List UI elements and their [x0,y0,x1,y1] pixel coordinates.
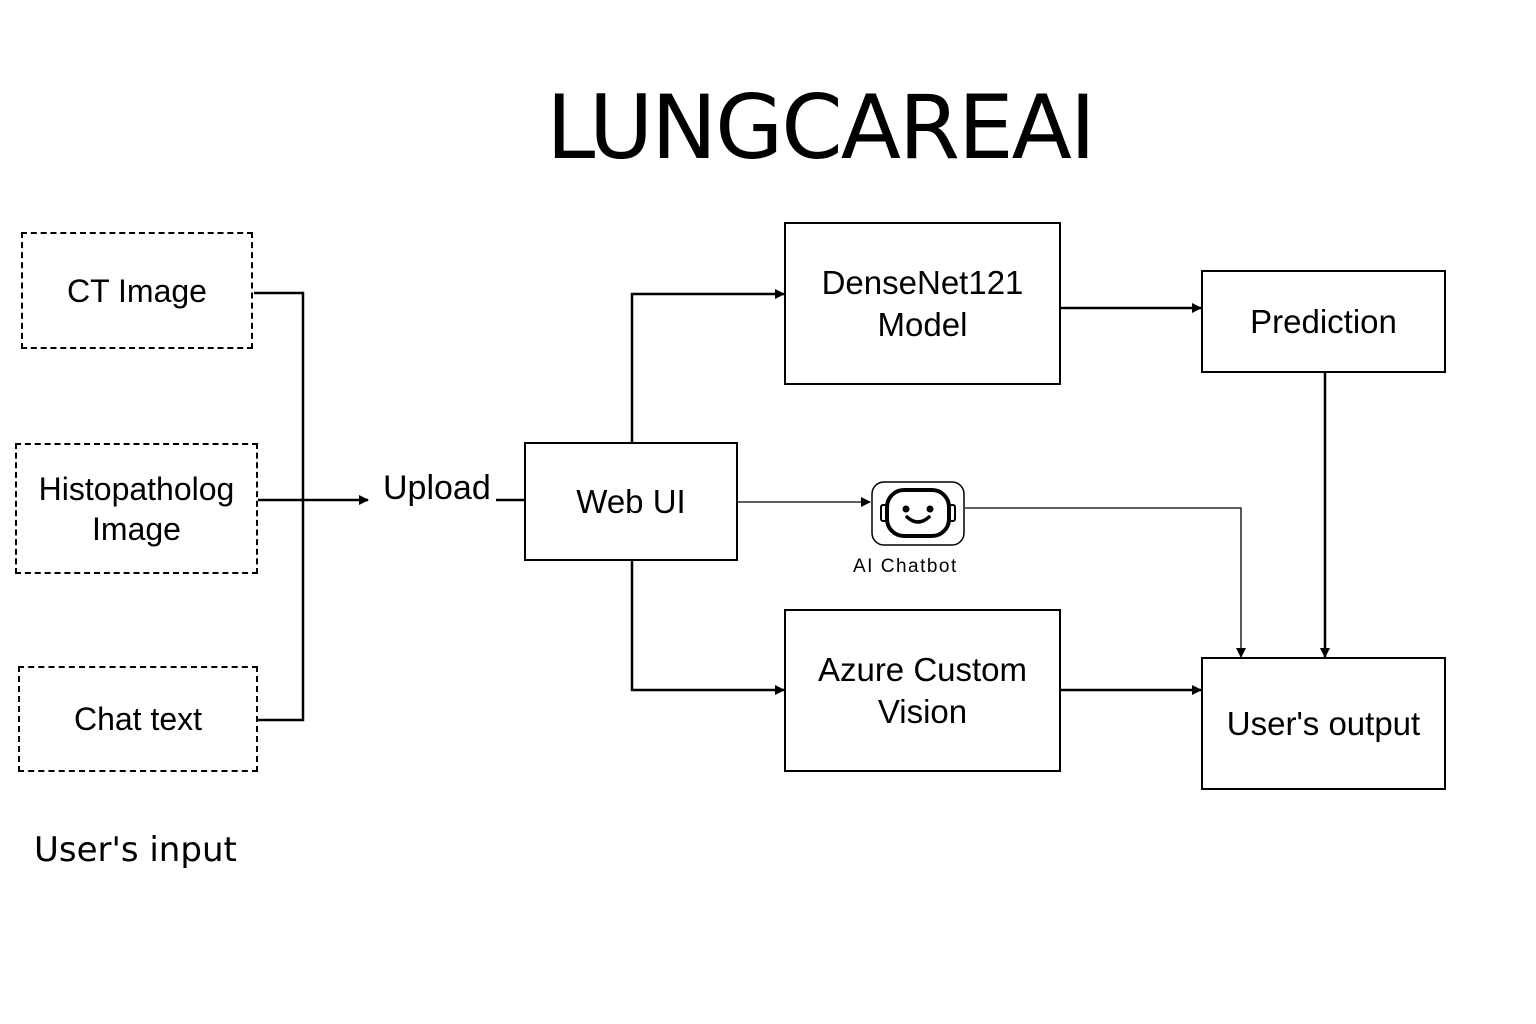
web-ui-label: Web UI [576,482,686,520]
users-output-label: User's output [1226,704,1421,742]
connector-ct-image [254,291,305,500]
histopathology-label-line1: Histopatholog [38,470,235,507]
densenet-model-box: DenseNet121 Model [784,222,1061,385]
robot-icon [871,481,965,546]
arrow-webui-azure [630,560,785,695]
histopathology-image-input-box: Histopatholog Image [15,443,258,574]
ai-chatbot-caption: AI Chatbot [853,556,958,577]
users-output-box: User's output [1201,657,1446,790]
users-input-caption: User's input [34,830,237,870]
prediction-box: Prediction [1201,270,1446,373]
chat-text-input-box: Chat text [18,666,258,772]
connector-chat-text [258,500,305,722]
histopathology-label-line2: Image [92,510,181,547]
ct-image-label: CT Image [67,272,207,309]
page-title: LUNGCAREAI [546,76,1096,179]
web-ui-box: Web UI [524,442,738,561]
arrow-chatbot-output [965,507,1246,658]
densenet-label-line2: Model [877,305,968,343]
azure-label-line1: Azure Custom [817,650,1028,688]
chat-text-label: Chat text [73,701,203,737]
densenet-label-line1: DenseNet121 [821,263,1024,301]
arrow-webui-densenet [630,289,785,443]
upload-label: Upload [383,469,491,507]
azure-label-line2: Vision [877,692,968,730]
azure-custom-vision-box: Azure Custom Vision [784,609,1061,772]
prediction-label: Prediction [1250,302,1397,340]
ct-image-input-box: CT Image [21,232,253,349]
